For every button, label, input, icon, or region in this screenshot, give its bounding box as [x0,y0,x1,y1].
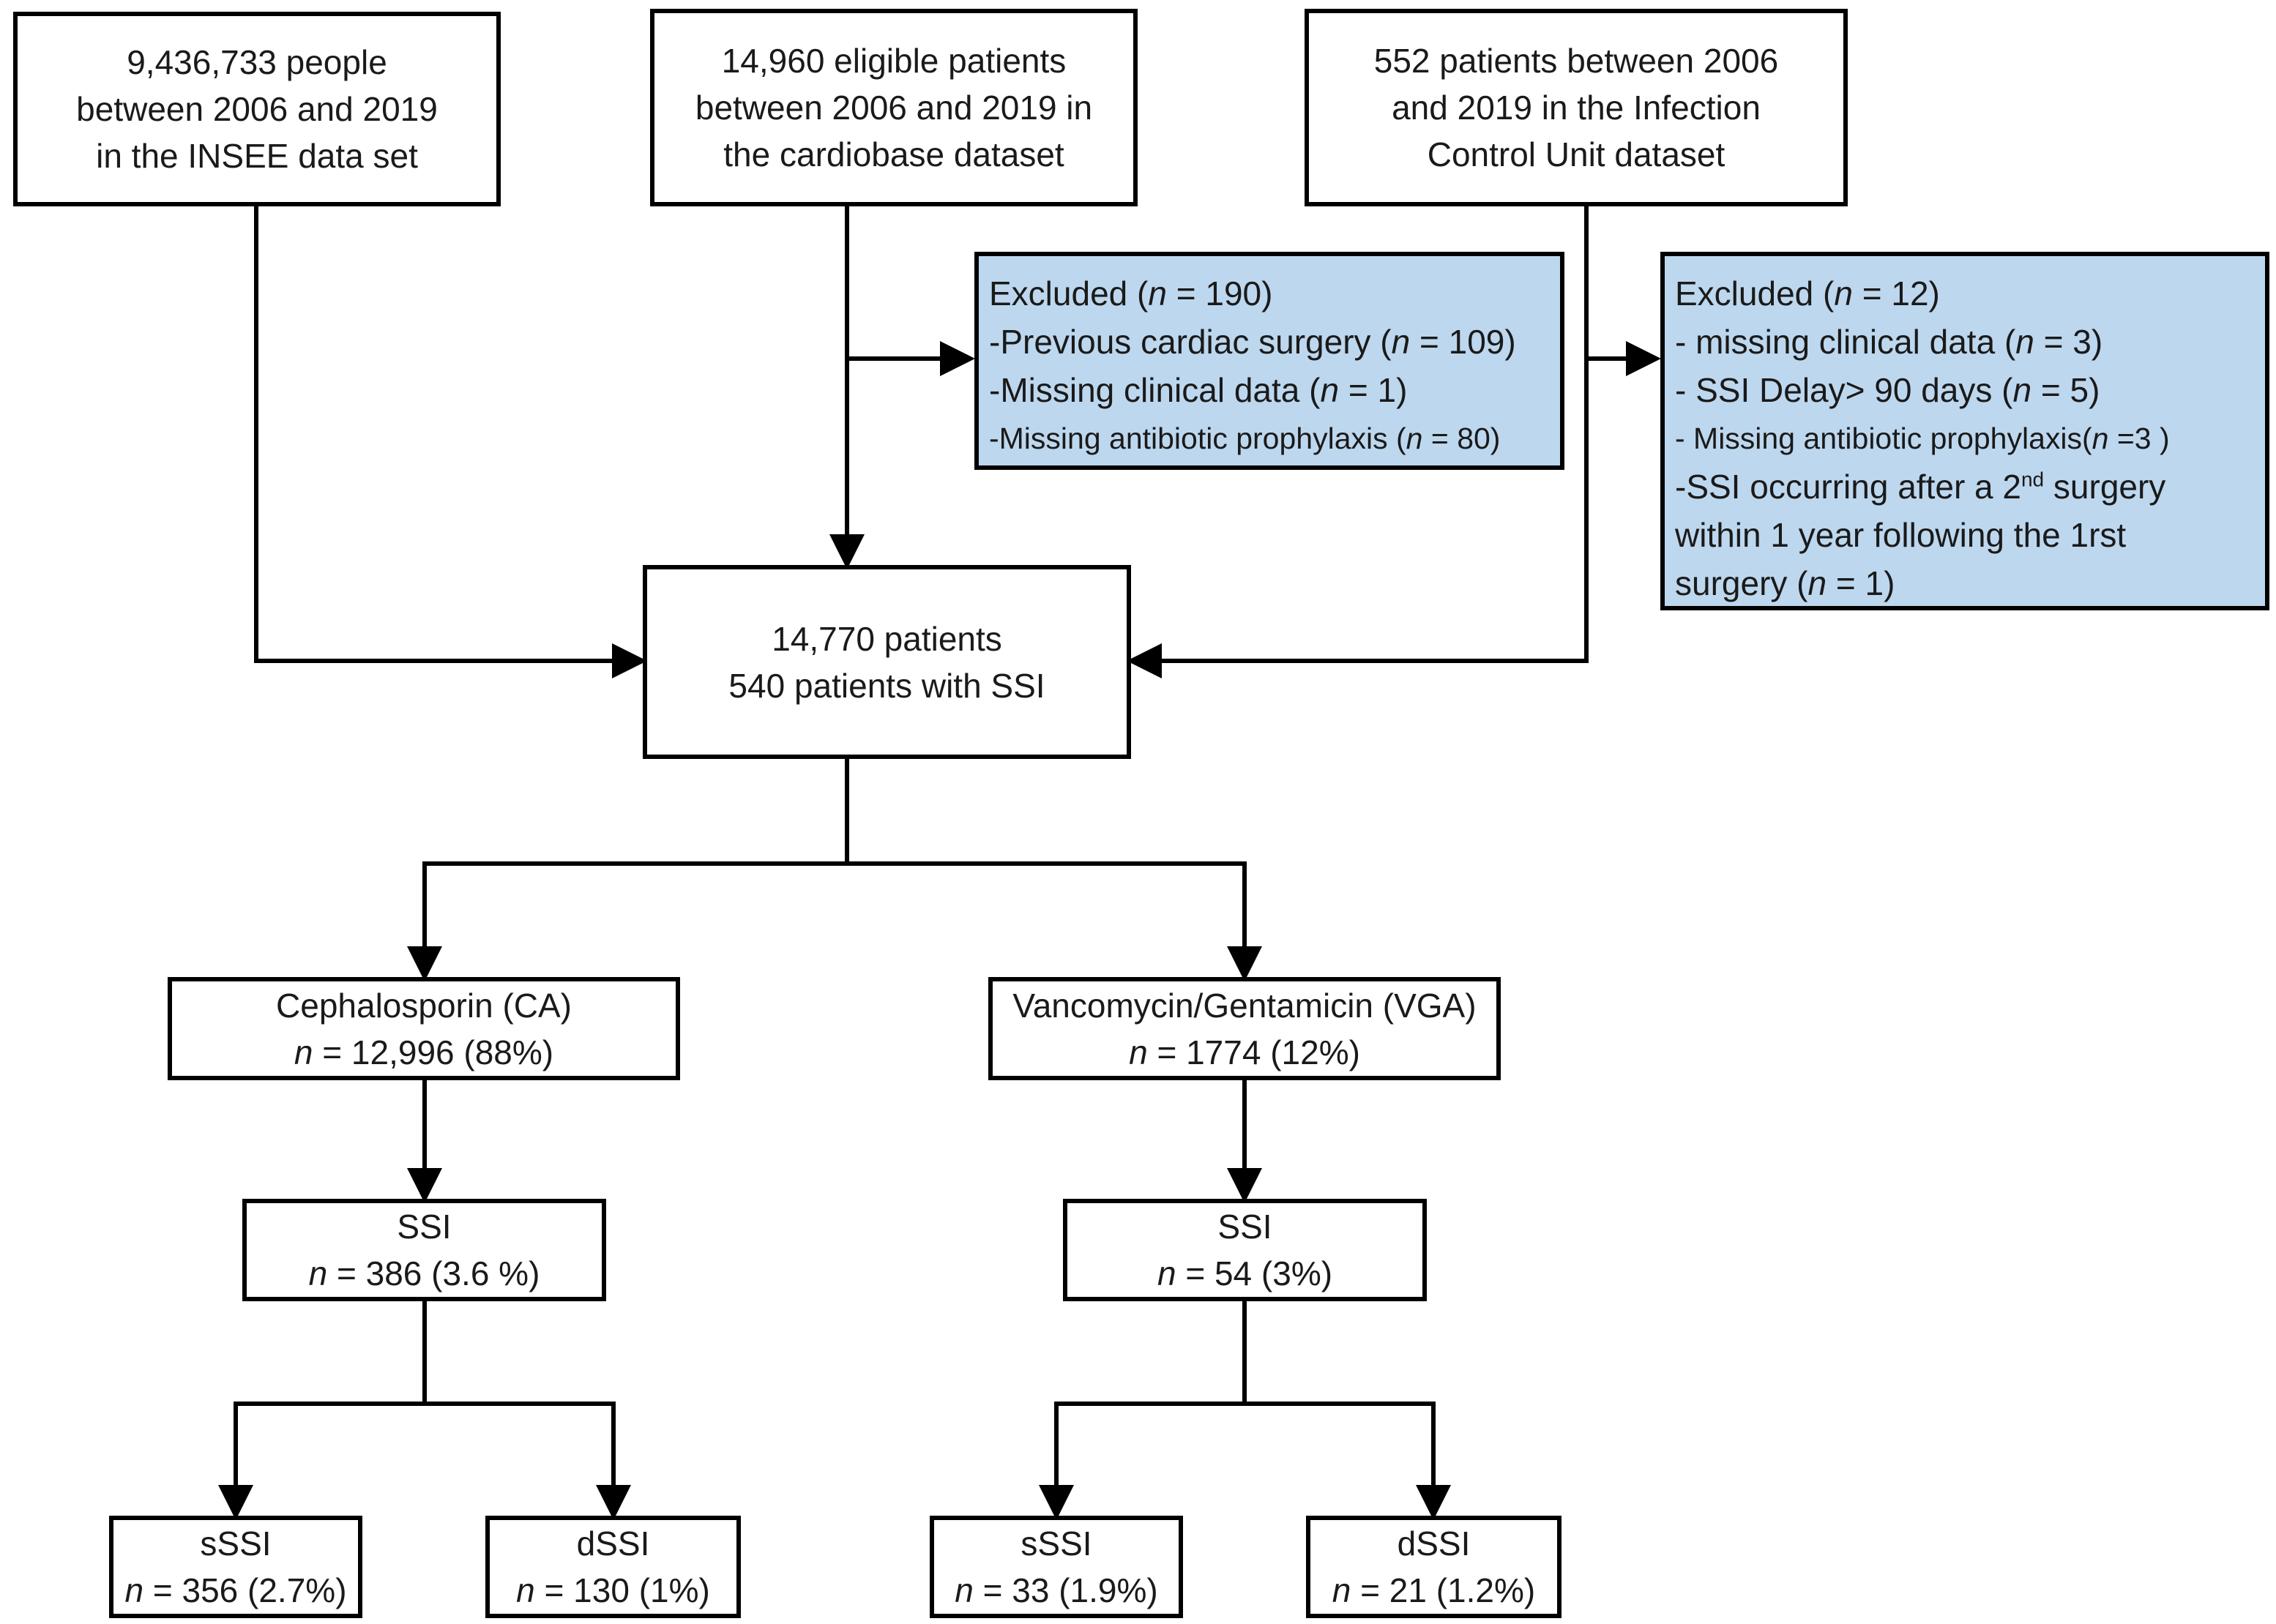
ca-dssi-box: dSSI n = 130 (1%) [485,1516,741,1618]
ca-ssi-count: n = 386 (3.6 %) [308,1254,540,1292]
connector-ca-ssi-to-sssi [218,1301,427,1520]
vga-dssi-label: dSSI [1397,1524,1471,1563]
connector-merged-split [407,759,849,981]
exclusion-icu-item-continued: within 1 year following the 1rst [1675,516,2127,554]
ca-sssi-box: sSSI n = 356 (2.7%) [109,1516,362,1618]
vga-sssi-box: sSSI n = 33 (1.9%) [930,1516,1183,1618]
connector-ca-ssi-to-dssi [425,1402,631,1520]
exclusion-cardiobase-title: Excluded (n = 190) [989,274,1273,313]
insee-line-3: in the INSEE data set [96,137,418,175]
vga-dssi-box: dSSI n = 21 (1.2%) [1306,1516,1562,1618]
exclusion-icu-item: -SSI occurring after a 2nd surgery [1675,468,2166,506]
icu-line-3: Control Unit dataset [1427,135,1725,173]
vga-sssi-label: sSSI [1021,1524,1092,1563]
exclusion-icu-item: - Missing antibiotic prophylaxis(n =3 ) [1675,422,2170,455]
insee-line-2: between 2006 and 2019 [76,90,438,128]
exclusion-icu-item: - SSI Delay> 90 days (n = 5) [1675,371,2100,409]
ca-ssi-box: SSI n = 386 (3.6 %) [242,1199,606,1301]
icu-exclusion-box: Excluded (n = 12) - missing clinical dat… [1660,252,2269,610]
vga-ssi-label: SSI [1217,1208,1272,1246]
vga-sssi-count: n = 33 (1.9%) [955,1571,1158,1609]
vga-ssi-box: SSI n = 54 (3%) [1063,1199,1427,1301]
exclusion-cardiobase-item: -Previous cardiac surgery (n = 109) [989,323,1516,361]
vga-count: n = 1774 (12%) [1129,1033,1360,1071]
connector-merged-to-vga [847,861,1262,981]
ca-count: n = 12,996 (88%) [294,1033,554,1071]
ca-dssi-count: n = 130 (1%) [516,1571,710,1609]
cardiobase-source-box: 14,960 eligible patients between 2006 an… [650,9,1138,206]
ca-group-box: Cephalosporin (CA) n = 12,996 (88%) [168,977,680,1080]
cardiobase-line-3: the cardiobase dataset [723,135,1064,173]
icu-line-1: 552 patients between 2006 [1373,42,1779,80]
ca-sssi-label: sSSI [200,1524,272,1563]
vga-ssi-count: n = 54 (3%) [1157,1254,1333,1292]
connector-vga-ssi-to-sssi [1039,1301,1247,1520]
vga-group-box: Vancomycin/Gentamicin (VGA) n = 1774 (12… [988,977,1501,1080]
exclusion-icu-title: Excluded (n = 12) [1675,274,1940,313]
merged-line-1: 14,770 patients [772,619,1002,658]
cardiobase-line-2: between 2006 and 2019 in [695,89,1093,127]
cardiobase-line-1: 14,960 eligible patients [721,42,1067,80]
connector-insee-to-merged [254,206,647,678]
ca-ssi-label: SSI [397,1208,452,1246]
icu-source-box: 552 patients between 2006 and 2019 in th… [1305,9,1848,206]
vga-dssi-count: n = 21 (1.2%) [1332,1571,1536,1609]
insee-source-box: 9,436,733 people between 2006 and 2019 i… [13,12,501,206]
ca-sssi-count: n = 356 (2.7%) [124,1571,347,1609]
exclusion-icu-item-continued: surgery (n = 1) [1675,564,1895,602]
exclusion-cardiobase-item: -Missing antibiotic prophylaxis (n = 80) [989,422,1501,455]
merged-cohort-box: 14,770 patients 540 patients with SSI [643,565,1131,759]
connector-vga-ssi-to-dssi [1245,1402,1451,1520]
exclusion-cardiobase-item: -Missing clinical data (n = 1) [989,371,1408,409]
merged-line-2: 540 patients with SSI [728,666,1045,705]
ca-label: Cephalosporin (CA) [276,986,572,1025]
exclusion-icu-item: - missing clinical data (n = 3) [1675,323,2103,361]
cardiobase-exclusion-box: Excluded (n = 190) -Previous cardiac sur… [974,252,1564,470]
insee-line-1: 9,436,733 people [127,43,387,81]
icu-line-2: and 2019 in the Infection [1392,89,1761,127]
vga-label: Vancomycin/Gentamicin (VGA) [1012,986,1477,1025]
ca-dssi-label: dSSI [576,1524,650,1563]
